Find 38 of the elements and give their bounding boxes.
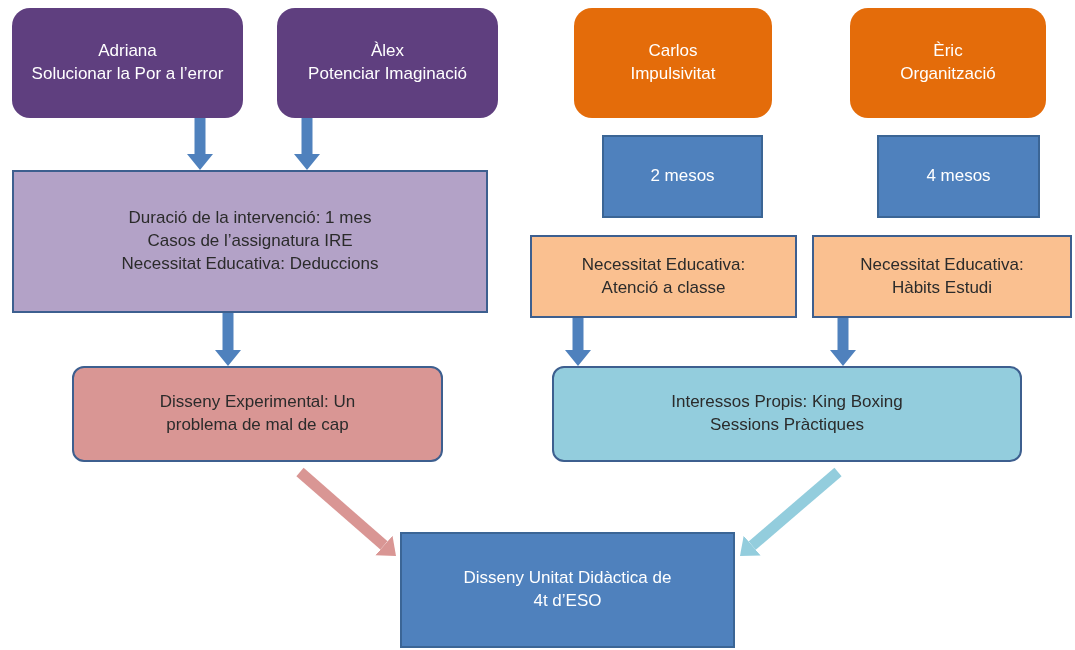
block-arrow	[187, 118, 213, 170]
box-text: Organització	[900, 63, 996, 85]
box-text: Necessitat Educativa: Deduccions	[121, 252, 379, 275]
box-text: Disseny Experimental: Un problema de mal de cap	[158, 391, 357, 436]
box-text: Necessitat Educativa: Hàbits Estudi	[859, 253, 1025, 299]
student-card	[12, 8, 243, 118]
box-text: Solucionar la Por a l’error	[31, 63, 224, 85]
box-heading: Àlex	[370, 40, 405, 63]
box-text: 2 mesos	[650, 165, 715, 188]
block-arrow	[296, 467, 396, 556]
box-text: Casos de l’assignatura IRE	[147, 230, 353, 253]
need-box	[530, 235, 797, 318]
box-text: 4 mesos	[926, 165, 991, 188]
student-card	[277, 8, 498, 118]
block-arrow	[830, 318, 856, 366]
box-heading: Interessos Propis: King Boxing	[671, 391, 903, 414]
block-arrow	[740, 467, 842, 556]
student-card	[850, 8, 1046, 118]
info-box	[12, 170, 488, 313]
box-heading: Carlos	[648, 40, 698, 63]
design-box	[72, 366, 443, 462]
box-heading: Adriana	[98, 40, 157, 63]
need-box	[812, 235, 1072, 318]
duration-box	[602, 135, 763, 218]
box-text: Impulsivitat	[630, 63, 716, 85]
interests-box	[552, 366, 1022, 462]
result-box	[400, 532, 735, 648]
student-card	[574, 8, 772, 118]
box-text: Potenciar Imaginació	[308, 63, 467, 85]
block-arrow	[294, 118, 320, 170]
duration-box	[877, 135, 1040, 218]
box-text: Sessions Pràctiques	[710, 414, 864, 436]
block-arrow	[565, 318, 591, 366]
box-heading: Èric	[933, 40, 963, 63]
box-text: Disseny Unitat Didàctica de 4t d’ESO	[462, 567, 673, 612]
block-arrow	[215, 313, 241, 366]
box-text: Necessitat Educativa: Atenció a classe	[580, 253, 747, 299]
box-heading: Duració de la intervenció: 1 mes	[128, 207, 372, 230]
